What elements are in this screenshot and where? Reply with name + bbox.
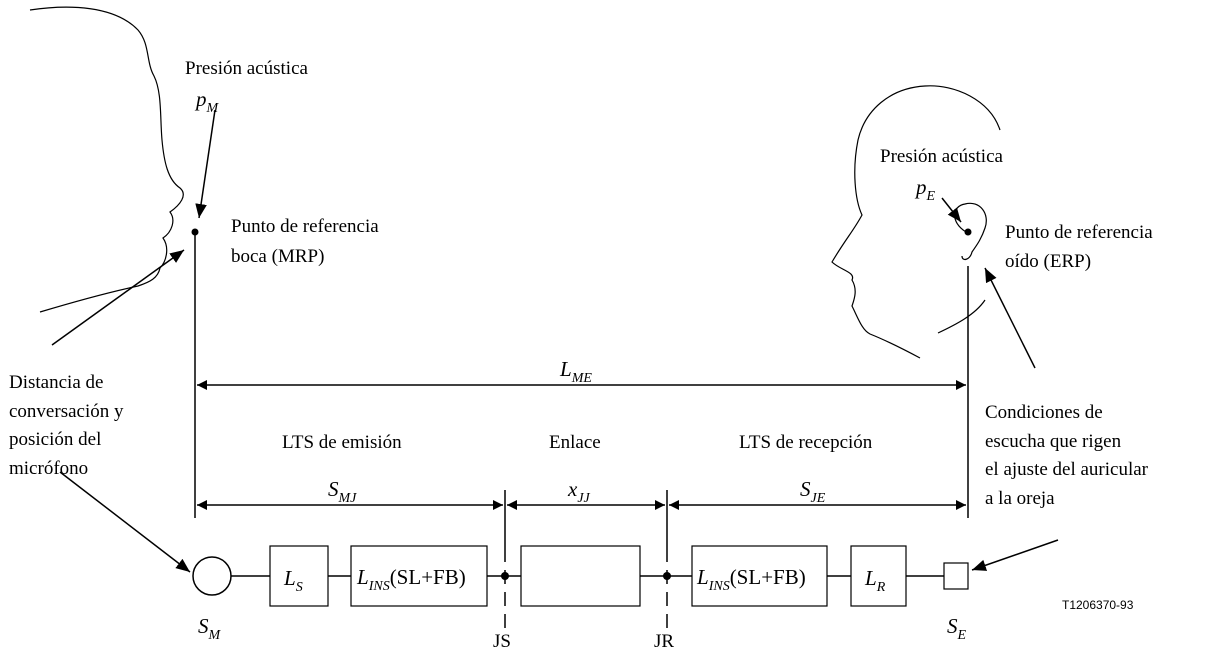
send-loss-label: LS [283,566,303,595]
erp-label-line1: Punto de referencia [1005,222,1153,243]
link-box [520,545,641,607]
sm-symbol: SM [198,614,222,643]
speaker-head-icon [29,6,184,313]
distance-arrow-lower [59,471,191,573]
junction-receive-dot [663,572,671,580]
microphone-icon [192,556,232,596]
distance-label-line1: Distancia de [9,372,103,393]
pe-arrow [941,197,962,223]
smj-symbol: SMJ [328,477,357,506]
se-symbol: SE [947,614,967,643]
lts-send-label: LTS de emisión [282,432,402,453]
receive-ins-label: LINS(SL+FB) [696,565,806,594]
xjj-symbol: xJJ [567,477,591,506]
neck-line [937,299,986,334]
link-label: Enlace [549,432,601,453]
listening-label-line2: escucha que rigen [985,431,1122,452]
receive-loss-box [850,545,907,607]
send-ins-box [350,545,488,607]
pm-arrow [195,109,216,219]
send-ins-label: LINS(SL+FB) [356,565,466,594]
distance-arrow-upper [51,249,185,346]
listening-label-line4: a la oreja [985,488,1055,509]
junction-send-dot [501,572,509,580]
pressure-label-left: Presión acústica [185,58,309,79]
distance-label-line2: conversación y [9,401,124,422]
send-loss-box [269,545,329,607]
pm-symbol: pM [194,87,220,116]
lts-receive-label: LTS de recepción [739,432,873,453]
figure-reference: T1206370-93 [1062,598,1134,612]
mrp-label-line2: boca (MRP) [231,246,324,267]
junction-send-label: JS [493,631,511,652]
pe-symbol: pE [914,175,936,204]
sje-symbol: SJE [800,477,826,506]
junction-receive-label: JR [654,631,674,652]
distance-label-line3: posición del [9,429,101,450]
listening-arrow-lower [971,539,1059,571]
distance-label-line4: micrófono [9,458,88,479]
listening-label-line3: el ajuste del auricular [985,459,1149,480]
mrp-label-line1: Punto de referencia [231,216,379,237]
receive-ins-box [691,545,828,607]
earphone-icon [943,562,969,590]
receive-loss-label: LR [864,566,886,595]
listening-arrow-upper [984,267,1036,369]
erp-point [964,228,972,236]
erp-label-line2: oído (ERP) [1005,251,1091,272]
listening-label-line1: Condiciones de [985,402,1103,423]
lme-symbol: LME [559,357,592,386]
pressure-label-right: Presión acústica [880,146,1004,167]
listener-head-icon [831,85,1001,359]
